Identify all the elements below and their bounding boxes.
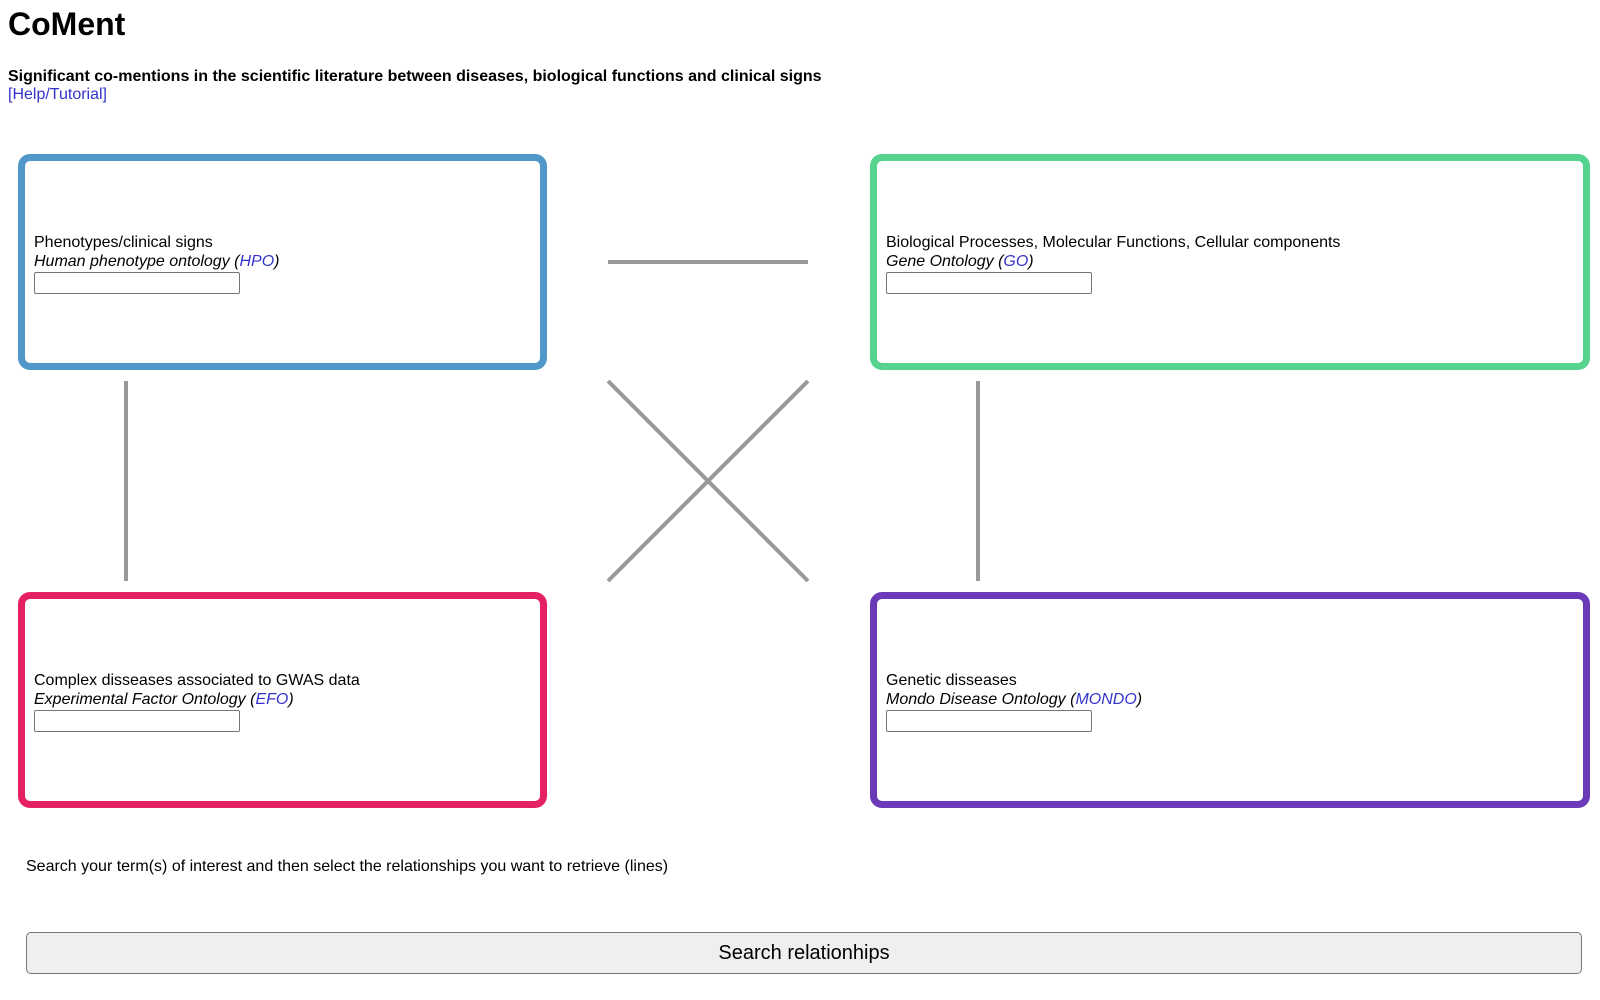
efo-ontology: Experimental Factor Ontology (EFO)	[34, 691, 294, 708]
efo-label: Complex disseases associated to GWAS dat…	[34, 672, 360, 689]
go-search-input[interactable]	[886, 272, 1092, 294]
page-subtitle: Significant co-mentions in the scientifi…	[8, 68, 822, 85]
efo-link[interactable]: EFO	[255, 691, 289, 708]
instruction-text: Search your term(s) of interest and then…	[26, 858, 669, 875]
mondo-ontology: Mondo Disease Ontology (MONDO)	[886, 691, 1143, 708]
page-title: CoMent	[8, 6, 126, 42]
hpo-ontology: Human phenotype ontology (HPO)	[34, 253, 280, 270]
mondo-link[interactable]: MONDO	[1075, 691, 1137, 708]
efo-box: Complex disseases associated to GWAS dat…	[18, 592, 547, 808]
hpo-link[interactable]: HPO	[239, 253, 275, 270]
mondo-box: Genetic disseases Mondo Disease Ontology…	[870, 592, 1590, 808]
search-relationships-button[interactable]: Search relationhips	[26, 932, 1582, 974]
go-ontology-name: Gene Ontology	[886, 253, 994, 270]
hpo-search-input[interactable]	[34, 272, 240, 294]
hpo-box: Phenotypes/clinical signs Human phenotyp…	[18, 154, 547, 370]
go-box: Biological Processes, Molecular Function…	[870, 154, 1590, 370]
hpo-label: Phenotypes/clinical signs	[34, 234, 213, 251]
help-tutorial-link[interactable]: [Help/Tutorial]	[8, 86, 107, 103]
efo-search-input[interactable]	[34, 710, 240, 732]
hpo-ontology-name: Human phenotype ontology	[34, 253, 230, 270]
mondo-ontology-name: Mondo Disease Ontology	[886, 691, 1066, 708]
go-ontology: Gene Ontology (GO)	[886, 253, 1034, 270]
efo-ontology-name: Experimental Factor Ontology	[34, 691, 246, 708]
mondo-search-input[interactable]	[886, 710, 1092, 732]
line-go-efo[interactable]	[606, 379, 810, 583]
mondo-label: Genetic disseases	[886, 672, 1017, 689]
go-link[interactable]: GO	[1003, 253, 1029, 270]
go-label: Biological Processes, Molecular Function…	[886, 234, 1341, 251]
